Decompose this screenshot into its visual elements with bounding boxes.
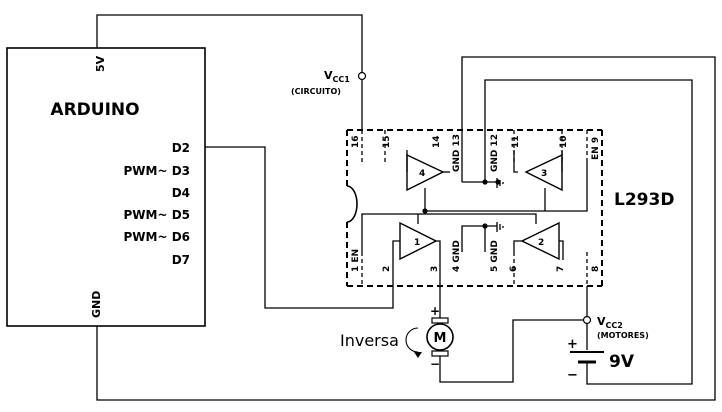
wire-gnd-loop [96, 56, 716, 401]
vcc1-note: (CIRCUITO) [291, 87, 341, 96]
l293d-chip: 16 15 14 GND 13 GND 12 11 10 EN 9 1 EN 2… [346, 129, 603, 287]
motor-brush-top [431, 317, 449, 324]
pin-7: 7 [556, 266, 566, 272]
pin-5: 5 GND [490, 240, 500, 272]
motor-minus-sign: − [430, 357, 440, 371]
arduino-pin-d6: PWM~ D6 [123, 230, 190, 244]
rotation-arrow-icon [405, 327, 419, 353]
pin-3: 3 [430, 266, 440, 272]
motor-body [426, 323, 454, 351]
battery-label: 9V [609, 352, 635, 372]
motor-direction-label: Inversa [340, 331, 399, 350]
arduino-gnd-label: GND [90, 291, 103, 318]
pin-6: 6 [509, 266, 519, 272]
rotation-arrowhead-icon [414, 352, 422, 358]
arduino-board [6, 47, 206, 327]
pin-9: EN 9 [591, 137, 601, 160]
pin-10: 10 [559, 135, 569, 148]
driver-1 [399, 221, 438, 261]
driver-3-label: 3 [541, 169, 547, 179]
driver-4-label: 4 [419, 169, 425, 179]
battery-plus-sign: + [567, 337, 578, 352]
driver-2 [520, 221, 560, 261]
chip-name: L293D [614, 190, 674, 210]
wire-motor-minus [439, 319, 583, 383]
pin-15: 15 [382, 135, 392, 148]
motor-symbol: M [434, 331, 447, 346]
wire-gnd-inner [484, 79, 693, 385]
pin-13: GND 13 [452, 134, 462, 172]
arduino-pin-d7: D7 [172, 253, 190, 267]
vcc2-note: (MOTORES) [597, 331, 649, 340]
driver-2-label: 2 [538, 238, 544, 248]
pin-14: 14 [432, 135, 442, 148]
arduino-pin-d3: PWM~ D3 [123, 164, 190, 178]
chip-notch [346, 185, 358, 223]
arduino-pin-d2: D2 [172, 141, 190, 155]
driver-1-label: 1 [414, 238, 420, 248]
pin-8: 8 [591, 266, 601, 272]
wire-5v [96, 14, 363, 73]
arduino-title: ARDUINO [50, 100, 139, 120]
pin-4: 4 GND [452, 240, 462, 272]
vcc2-label: VCC2 [597, 315, 623, 330]
vcc1-terminal [357, 71, 367, 81]
arduino-5v-label: 5V [94, 55, 107, 72]
motor-plus-sign: + [430, 304, 440, 318]
motor-brush-bottom [431, 350, 449, 357]
driver-4 [406, 153, 445, 192]
battery-minus-sign: − [567, 368, 578, 383]
vcc2-terminal [582, 315, 592, 325]
pin-12: GND 12 [490, 134, 500, 172]
pin-2: 2 [382, 266, 392, 272]
arduino-pin-d4: D4 [172, 186, 190, 200]
pin-1: 1 EN [351, 249, 361, 272]
pin-16: 16 [351, 135, 361, 148]
vcc1-label: VCC1 [324, 69, 350, 84]
arduino-pin-d5: PWM~ D5 [123, 208, 190, 222]
pin-11: 11 [511, 135, 521, 148]
wire-d2 [205, 146, 400, 309]
driver-3 [524, 153, 563, 192]
